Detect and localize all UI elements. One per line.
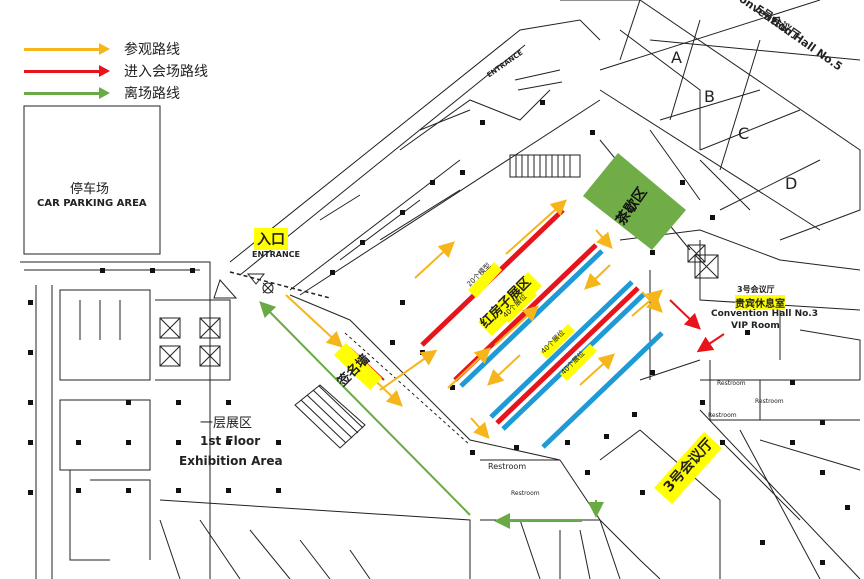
red-house-highlight — [478, 272, 542, 336]
exhibition-booth-rows — [420, 208, 664, 449]
legend-label: 离场路线 — [124, 86, 180, 102]
restroom-label: Restroom — [488, 462, 527, 471]
building-outline — [20, 0, 861, 579]
restroom-label: Restroom — [755, 398, 784, 405]
legend-item-entry: 进入会场路线 — [24, 60, 208, 82]
room-c-label: C — [738, 124, 750, 143]
restroom-label: Restroom — [511, 490, 540, 497]
red-arrow-icon — [24, 65, 110, 77]
vip-label-en2: VIP Room — [731, 321, 780, 331]
floor1-label-en: 1st Floor — [200, 434, 261, 448]
legend: 参观路线 进入会场路线 离场路线 — [24, 38, 208, 104]
yellow-arrow-icon — [24, 43, 110, 55]
green-arrow-icon — [24, 87, 110, 99]
room-a-label: A — [671, 48, 682, 67]
parking-label-en: CAR PARKING AREA — [37, 198, 147, 209]
legend-label: 参观路线 — [124, 42, 180, 58]
restroom-label: Restroom — [717, 380, 746, 387]
room-b-label: B — [704, 87, 715, 106]
exit-route — [259, 301, 604, 529]
floor1-label-en2: Exhibition Area — [179, 454, 283, 468]
vip-label-cn: 贵宾休息室 — [735, 295, 785, 310]
columns — [28, 100, 850, 565]
parking-building — [23, 105, 161, 255]
entrance-dashed-line — [229, 271, 331, 299]
vip-label-hall: 3号会议厅 — [737, 285, 775, 294]
restroom-label: Restroom — [708, 412, 737, 419]
room-d-label: D — [785, 174, 798, 193]
sign-wall-highlight — [334, 343, 382, 390]
parking-label-cn: 停车场 — [70, 182, 110, 197]
entrance-label-en: ENTRANCE — [252, 250, 300, 259]
staircases — [294, 69, 661, 579]
legend-label: 进入会场路线 — [124, 64, 208, 80]
floor1-label-cn: 一层展区 — [200, 416, 253, 431]
entrance-label-cn: 入口 — [254, 228, 288, 250]
legend-item-exit: 离场路线 — [24, 82, 208, 104]
hall3-highlight — [654, 432, 722, 504]
legend-item-visit: 参观路线 — [24, 38, 208, 60]
tea-break-area — [583, 153, 686, 250]
vip-label-en: Convention Hall No.3 — [711, 309, 818, 319]
visit-route — [285, 199, 664, 439]
